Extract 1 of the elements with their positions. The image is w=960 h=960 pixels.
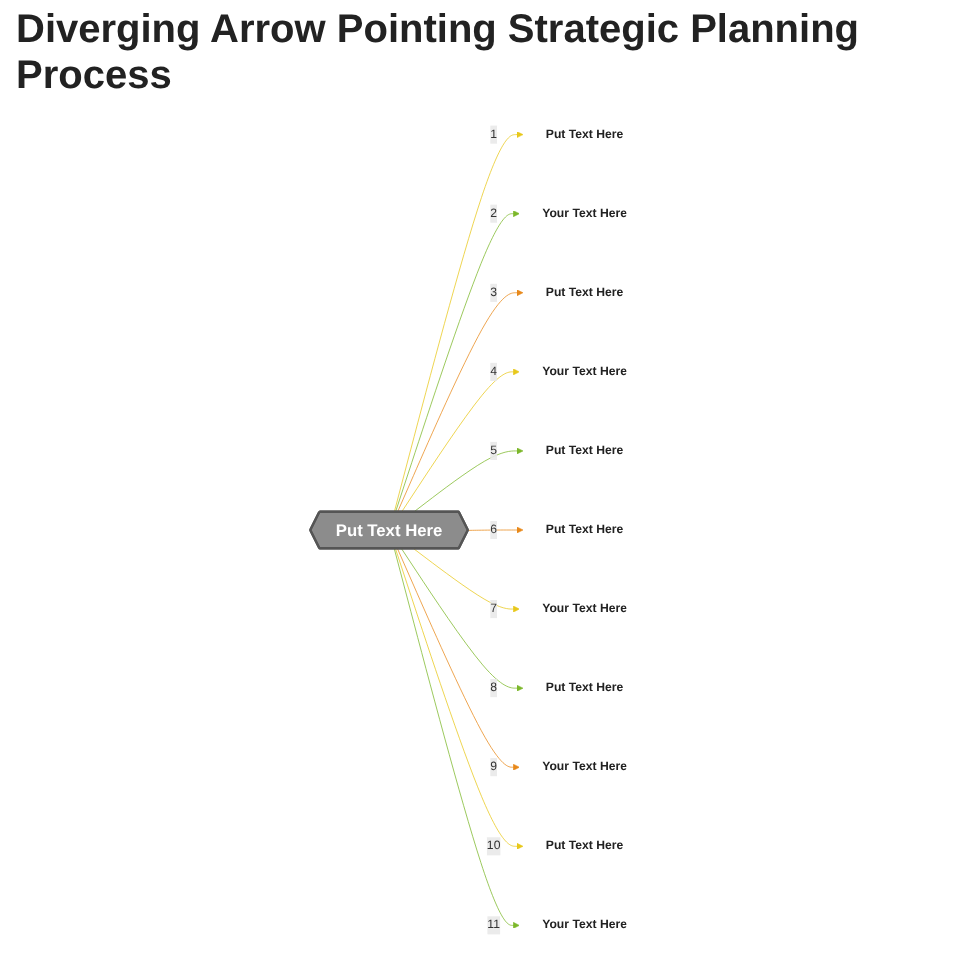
title: Diverging Arrow Pointing Strategic Planning Process [14,6,862,102]
